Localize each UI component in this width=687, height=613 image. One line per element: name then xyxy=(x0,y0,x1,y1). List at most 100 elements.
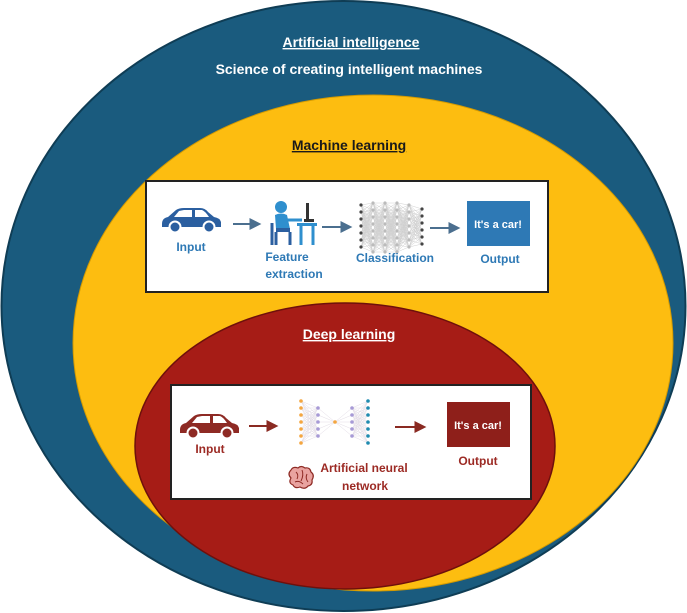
network-edge xyxy=(372,244,386,253)
network-edge xyxy=(408,208,423,241)
network-node xyxy=(395,229,399,233)
network-edge xyxy=(396,232,410,253)
network-edge xyxy=(372,202,386,232)
network-edge xyxy=(300,407,319,423)
network-node xyxy=(316,406,320,410)
feature-label-line1: Feature xyxy=(265,250,309,264)
network-edge xyxy=(360,202,374,227)
network-edge xyxy=(372,202,386,253)
network-node xyxy=(316,420,320,424)
network-edge xyxy=(384,202,398,239)
network-edge xyxy=(351,400,369,437)
network-edge xyxy=(396,225,410,253)
network-node xyxy=(407,238,411,242)
network-node xyxy=(395,215,399,219)
network-node xyxy=(383,243,387,247)
classification-label: Classification xyxy=(356,251,434,265)
network-edge xyxy=(317,421,336,430)
network-edge xyxy=(408,208,423,234)
network-node xyxy=(420,235,424,239)
network-edge xyxy=(396,202,410,206)
network-node xyxy=(350,413,354,417)
network-edge xyxy=(384,230,398,253)
network-node xyxy=(407,245,411,249)
network-edge xyxy=(334,414,353,423)
network-edge xyxy=(384,209,398,253)
dl-output-box xyxy=(447,402,510,447)
car-icon xyxy=(162,208,221,234)
network-node xyxy=(366,406,370,410)
network-node xyxy=(366,420,370,424)
dl-title: Deep learning xyxy=(303,326,396,342)
network-edge xyxy=(396,204,410,253)
network-edge xyxy=(360,202,374,213)
network-node xyxy=(333,420,337,424)
network-edge xyxy=(360,216,374,248)
network-edge xyxy=(372,202,386,246)
network-edge xyxy=(384,202,398,218)
network-edge xyxy=(384,237,398,253)
network-edge xyxy=(360,246,374,253)
network-node xyxy=(350,434,354,438)
network-edge xyxy=(351,400,369,430)
network-node xyxy=(366,413,370,417)
network-edge xyxy=(300,407,319,444)
network-edge xyxy=(372,209,386,253)
network-node xyxy=(420,214,424,218)
network-edge xyxy=(372,202,386,239)
network-edge xyxy=(351,414,369,437)
network-edge xyxy=(317,407,336,423)
network-edge xyxy=(384,244,398,253)
network-node xyxy=(371,222,375,226)
network-node xyxy=(407,217,411,221)
network-edge xyxy=(351,400,369,423)
network-edge xyxy=(408,215,423,248)
network-edge xyxy=(396,239,410,253)
network-edge xyxy=(351,400,369,416)
network-node xyxy=(383,229,387,233)
network-node xyxy=(299,406,303,410)
network-edge xyxy=(317,421,336,437)
ml-input-label: Input xyxy=(176,240,205,254)
network-node xyxy=(316,413,320,417)
network-edge xyxy=(300,428,319,444)
network-edge xyxy=(360,202,374,206)
network-edge xyxy=(396,204,410,246)
brain-icon xyxy=(288,465,314,489)
network-node xyxy=(383,201,387,205)
network-edge xyxy=(384,216,398,253)
network-edge xyxy=(408,208,423,220)
network-node xyxy=(420,228,424,232)
network-node xyxy=(383,250,387,254)
network-edge xyxy=(408,204,423,210)
network-edge xyxy=(372,202,386,218)
dl-output-label: Output xyxy=(458,454,497,468)
network-node xyxy=(366,441,370,445)
network-node xyxy=(420,242,424,246)
network-edge xyxy=(360,244,374,248)
network-edge xyxy=(396,204,410,218)
network-node xyxy=(371,243,375,247)
network-node xyxy=(299,399,303,403)
network-edge xyxy=(351,428,369,437)
network-edge xyxy=(372,202,386,211)
network-node xyxy=(366,434,370,438)
network-edge xyxy=(372,216,386,253)
network-edge xyxy=(396,211,410,253)
network-node xyxy=(316,427,320,431)
network-node xyxy=(350,427,354,431)
ai-subtitle: Science of creating intelligent machines xyxy=(216,61,483,77)
network-node xyxy=(359,217,363,221)
network-edge xyxy=(300,407,319,430)
network-edge xyxy=(360,202,374,248)
network-node xyxy=(395,243,399,247)
network-node xyxy=(371,229,375,233)
network-edge xyxy=(384,202,398,232)
network-edge xyxy=(351,421,369,437)
network-edge xyxy=(384,202,398,246)
network-node xyxy=(395,250,399,254)
network-node xyxy=(420,207,424,211)
dl-input-label: Input xyxy=(195,442,224,456)
network-node xyxy=(420,221,424,225)
